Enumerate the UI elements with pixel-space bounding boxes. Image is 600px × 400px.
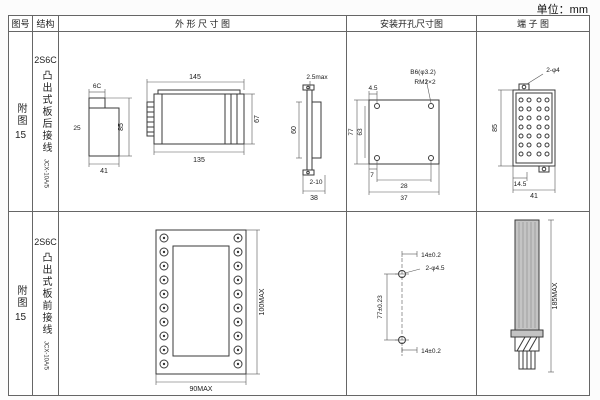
dim-width-outer-37: 37 [400, 195, 408, 202]
relay-side-silhouette [510, 219, 554, 373]
fig-cell-row1: 附图 15 [9, 32, 33, 212]
relay-top-view [146, 79, 255, 155]
structure-cell-row1: 2S6C 凸出式板后接线 JCX-10A/5 [33, 32, 59, 212]
unit-label: 单位：mm [536, 4, 588, 16]
dim-top-total-145: 145 [189, 74, 201, 81]
dim-width-41: 41 [530, 193, 538, 200]
dim-height-185max: 185MAX [552, 282, 559, 309]
fig-label: 附图 [15, 284, 26, 309]
fig-label: 附图 [15, 102, 26, 127]
dim-hole-spec-2-phi45: 2-φ4.5 [425, 265, 444, 272]
mounting-holes-drawing-rear: 4.5 B6(φ3.2) RM2×2 77 63 7 28 37 [348, 69, 440, 202]
dim-top-offset: 14±0.2 [421, 252, 441, 259]
dim-height-85: 85 [118, 123, 125, 131]
header-structure: 结构 [33, 16, 59, 32]
terminal-cell-row2: 185MAX [477, 212, 589, 395]
mounting-cell-row1: 4.5 B6(φ3.2) RM2×2 77 63 7 28 37 [347, 32, 477, 212]
dim-holes-2-phi4: 2-φ4 [546, 67, 560, 74]
dim-height-100max: 100MAX [259, 288, 266, 315]
dim-flange-25max: 2.5max [306, 74, 328, 81]
relay-front-view [155, 229, 260, 385]
dim-panel-height-60: 60 [291, 126, 298, 134]
sub-model: JCX-10A/5 [42, 158, 49, 188]
dim-holes-2-10: 2-10 [309, 179, 322, 186]
header-mounting: 安装开孔尺寸图 [347, 16, 477, 32]
outline-drawing-rear-wiring: 6C 25 85 41 [73, 74, 328, 202]
mounting-holes [384, 251, 421, 356]
model-code: 2S6C [34, 236, 57, 247]
dim-top-width: 6C [93, 83, 102, 90]
dim-width-90max: 90MAX [190, 386, 213, 393]
model-code: 2S6C [34, 54, 57, 65]
fig-number: 15 [14, 129, 27, 141]
dim-height-77: 77±0.23 [377, 295, 384, 319]
dimension-table: 图号 结构 外 形 尺 寸 图 安装开孔尺寸图 端 子 图 附图 15 2S6C… [8, 15, 590, 396]
terminal-cell-row1: 2-φ4 85 14.5 41 [477, 32, 589, 212]
dim-thread: RM2×2 [414, 79, 436, 86]
fig-cell-row2: 附图 15 [9, 212, 33, 395]
outline-cell-row2: 100MAX 90MAX [59, 212, 347, 395]
dim-hole-spec: B6(φ3.2) [410, 69, 436, 76]
dim-height-85: 85 [492, 124, 499, 132]
panel-section-view [296, 81, 326, 194]
dim-bottom-135: 135 [193, 157, 205, 164]
dim-height-inner-63: 63 [357, 128, 364, 136]
fig-number: 15 [14, 311, 27, 323]
sub-model: JCX-10A/5 [42, 340, 49, 370]
structure-text: 凸出式板后接线 [40, 69, 51, 154]
structure-text: 凸出式板前接线 [40, 251, 51, 336]
dim-side-height-67: 67 [254, 115, 261, 123]
dim-width-41: 41 [100, 168, 108, 175]
mounting-cell-row2: 14±0.2 2-φ4.5 77±0.23 14±0.2 [347, 212, 477, 395]
terminal-diagram-front: 185MAX [510, 219, 559, 373]
dim-width-inner-28: 28 [400, 183, 408, 190]
relay-side-view [88, 89, 132, 167]
dim-height-outer-77: 77 [348, 128, 355, 136]
header-terminal: 端 子 图 [477, 16, 589, 32]
header-outline: 外 形 尺 寸 图 [59, 16, 347, 32]
terminal-diagram-rear: 2-φ4 85 14.5 41 [492, 67, 560, 200]
outline-drawing-front-wiring: 100MAX 90MAX [155, 229, 266, 393]
mounting-plate [354, 78, 440, 195]
dim-offset-145: 14.5 [514, 181, 527, 188]
dim-bottom-offset: 14±0.2 [421, 348, 441, 355]
structure-cell-row2: 2S6C 凸出式板前接线 JCX-10A/5 [33, 212, 59, 395]
terminal-board [498, 73, 556, 193]
dim-offset-b-7: 7 [370, 172, 374, 179]
outline-cell-row1: 6C 25 85 41 [59, 32, 347, 212]
dim-left: 25 [73, 125, 81, 132]
dim-offset-45: 4.5 [368, 85, 377, 92]
dim-depth-38: 38 [310, 195, 318, 202]
header-fig-no: 图号 [9, 16, 33, 32]
mounting-holes-drawing-front: 14±0.2 2-φ4.5 77±0.23 14±0.2 [377, 251, 445, 356]
